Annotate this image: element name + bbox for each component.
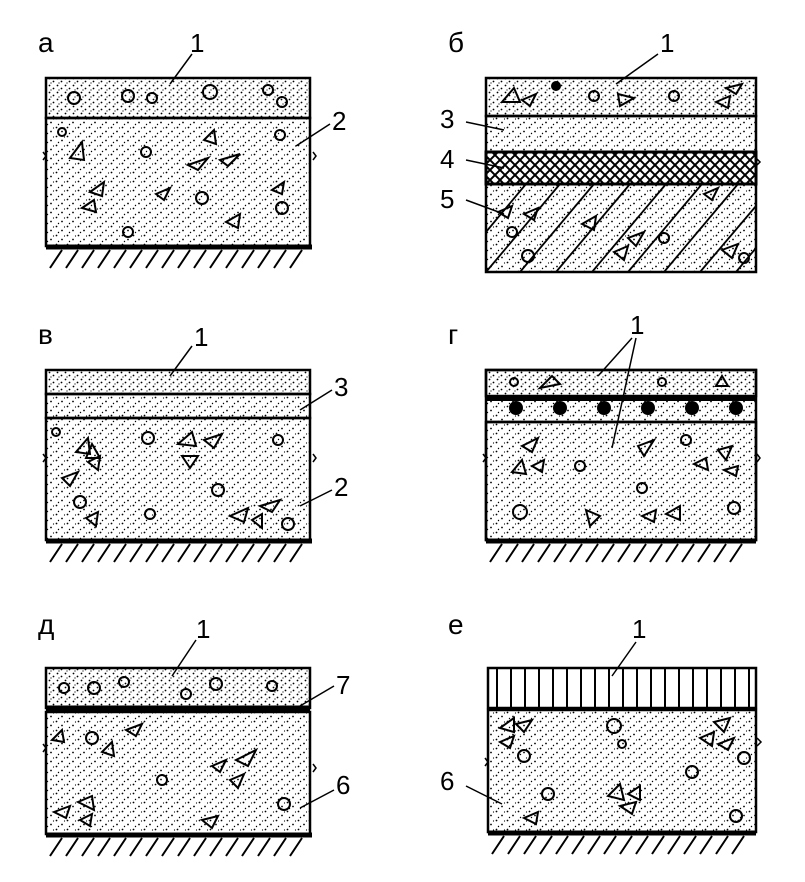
callout-2: 2 <box>334 472 348 502</box>
panel-g-label: г <box>448 319 458 350</box>
layer-1-tiles <box>486 666 758 710</box>
aggregate-marks <box>497 716 751 826</box>
layer-6-base <box>486 708 758 834</box>
callout-1: 1 <box>190 28 204 58</box>
ground-hatch <box>49 249 303 269</box>
layer-1-topping <box>44 76 312 120</box>
panel-a: а 1 2 <box>38 27 346 269</box>
aggregate-marks <box>49 676 291 830</box>
callout-1: 1 <box>196 614 210 644</box>
layer-2-base <box>44 116 312 248</box>
panel-b: б 1 3 4 5 <box>440 27 762 274</box>
layer-3-screed <box>484 114 758 154</box>
aggregate-marks <box>51 427 295 531</box>
layer-6-base <box>44 710 312 836</box>
callout-3: 3 <box>334 372 348 402</box>
callout-2: 2 <box>332 106 346 136</box>
panel-d-label: д <box>38 609 54 640</box>
panel-a-label: а <box>38 27 54 58</box>
callout-1: 1 <box>194 322 208 352</box>
ground-hatch <box>49 837 303 857</box>
ground-hatch <box>491 835 745 855</box>
callout-6: 6 <box>336 770 350 800</box>
layer-1-topping <box>44 368 312 396</box>
callout-3: 3 <box>440 104 454 134</box>
aggregate-marks <box>495 81 750 264</box>
layer-4-insulation <box>484 150 758 186</box>
callout-4: 4 <box>440 144 454 174</box>
layer-3-screed <box>44 392 312 420</box>
aggregate-marks <box>509 374 741 528</box>
callout-1: 1 <box>632 614 646 644</box>
ground-hatch <box>489 543 743 563</box>
callout-5: 5 <box>440 184 454 214</box>
layer-1-base <box>484 420 758 542</box>
panel-e: е 1 6 <box>440 609 763 855</box>
callout-6: 6 <box>440 766 454 796</box>
callout-1: 1 <box>630 310 644 340</box>
panel-v: в 1 3 <box>38 319 348 563</box>
diagonal-hatch <box>485 183 757 273</box>
layer-1-topping <box>484 368 758 398</box>
panel-v-label: в <box>38 319 53 350</box>
panel-b-label: б <box>448 27 464 58</box>
reinforcement-bars <box>509 401 743 415</box>
ground-hatch <box>49 543 303 563</box>
aggregate-marks <box>57 84 289 238</box>
layer-2-base <box>44 416 312 542</box>
panel-e-label: е <box>448 609 464 640</box>
panel-d: д 1 7 <box>38 609 350 857</box>
callout-7: 7 <box>336 670 350 700</box>
callout-1: 1 <box>660 28 674 58</box>
panel-g: г <box>448 310 761 563</box>
layer-1-topping <box>44 666 312 710</box>
